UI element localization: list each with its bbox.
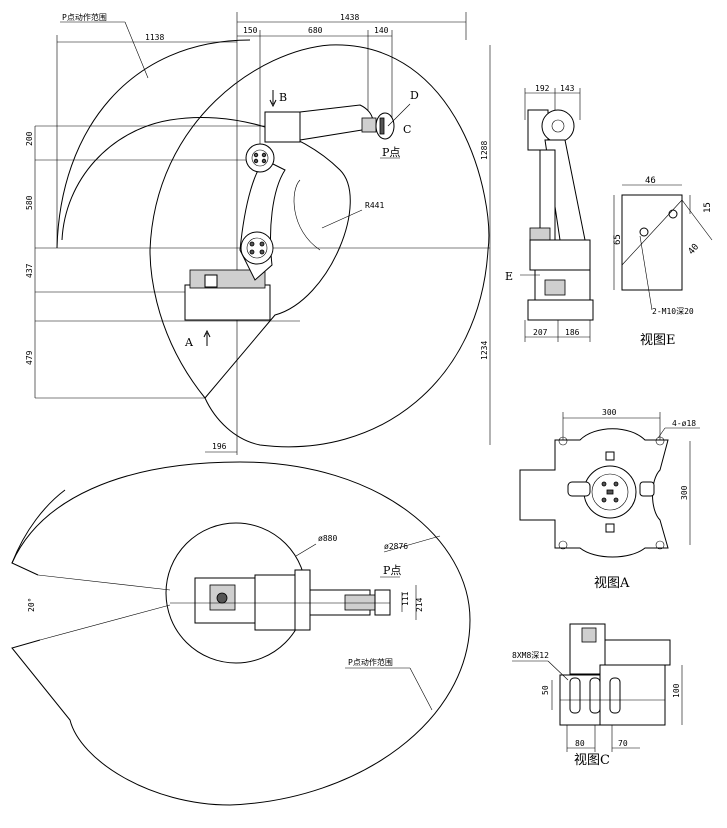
- view-a-title: 视图A: [594, 576, 630, 591]
- dim-111: 111: [401, 591, 410, 606]
- side-view: 200 580 437 479 1438 1138 150 680 140 12…: [25, 12, 491, 455]
- side-range-envelope: [149, 44, 490, 448]
- label-d: D: [410, 89, 419, 102]
- dim-40: 40: [687, 242, 702, 257]
- top-view: 20° ø880 ø2876 P点 P点动作范围 111 214: [11, 461, 471, 806]
- dim-580: 580: [25, 195, 34, 210]
- dim-200: 200: [25, 131, 34, 146]
- radius-label: R441: [365, 201, 384, 210]
- side-r441-arc: [293, 179, 321, 251]
- label-a: A: [184, 336, 194, 349]
- dim-479: 479: [25, 350, 34, 365]
- diam880: ø880: [318, 534, 337, 543]
- bolt-note: 8XM8深12: [512, 651, 549, 660]
- dim-15: 15: [703, 202, 713, 213]
- view-c: 8XM8深12 50 100 80 70 视图C: [512, 623, 683, 768]
- dim-80: 80: [575, 739, 585, 748]
- top-range-envelope: [11, 461, 471, 806]
- view-c-title: 视图C: [574, 753, 610, 768]
- view-a: 300 4-ø18 300 视图A: [519, 408, 700, 591]
- side-envelope-outer-arc: [56, 39, 251, 249]
- top-robot: [170, 569, 391, 631]
- dim-100: 100: [672, 683, 681, 698]
- side-range-label: P点动作范围: [62, 12, 107, 22]
- dim-680: 680: [308, 26, 323, 35]
- dim-1138: 1138: [145, 33, 164, 42]
- side-robot: [184, 103, 411, 321]
- view-e-title: 视图E: [640, 333, 676, 348]
- diam2876: ø2876: [384, 542, 408, 551]
- dim-437: 437: [25, 263, 34, 278]
- dim-1234: 1234: [480, 341, 489, 360]
- dim-1438: 1438: [340, 13, 359, 22]
- dim-50: 50: [541, 685, 550, 695]
- dim-150: 150: [243, 26, 258, 35]
- dim-70: 70: [618, 739, 628, 748]
- dim-65: 65: [613, 234, 623, 245]
- dim-300-top: 300: [602, 408, 617, 417]
- dim-214: 214: [415, 597, 424, 612]
- dim-140: 140: [374, 26, 389, 35]
- p-point-label: P点: [382, 146, 400, 159]
- top-p-point: P点: [383, 564, 401, 577]
- label-b: B: [279, 91, 287, 104]
- holes-note: 4-ø18: [672, 419, 696, 428]
- dim-186: 186: [565, 328, 580, 337]
- side-envelope-inner-arc: [61, 117, 351, 399]
- dim-143: 143: [560, 84, 575, 93]
- label-c: C: [403, 123, 411, 136]
- top-envelope-left: [11, 489, 66, 564]
- front-view: 192 143 E 207 186: [505, 84, 594, 342]
- dim-207: 207: [533, 328, 548, 337]
- angle-label: 20°: [27, 598, 36, 612]
- view-e: 46 15 65 40 2-M10深20 视图E: [613, 176, 713, 348]
- dim-1288: 1288: [480, 141, 489, 160]
- dim-46: 46: [645, 176, 656, 186]
- label-e: E: [505, 270, 513, 283]
- dim-196: 196: [212, 442, 227, 451]
- dim-192: 192: [535, 84, 550, 93]
- dim-300-side: 300: [680, 485, 689, 500]
- top-range-label: P点动作范围: [348, 657, 393, 667]
- hole-note: 2-M10深20: [652, 307, 694, 316]
